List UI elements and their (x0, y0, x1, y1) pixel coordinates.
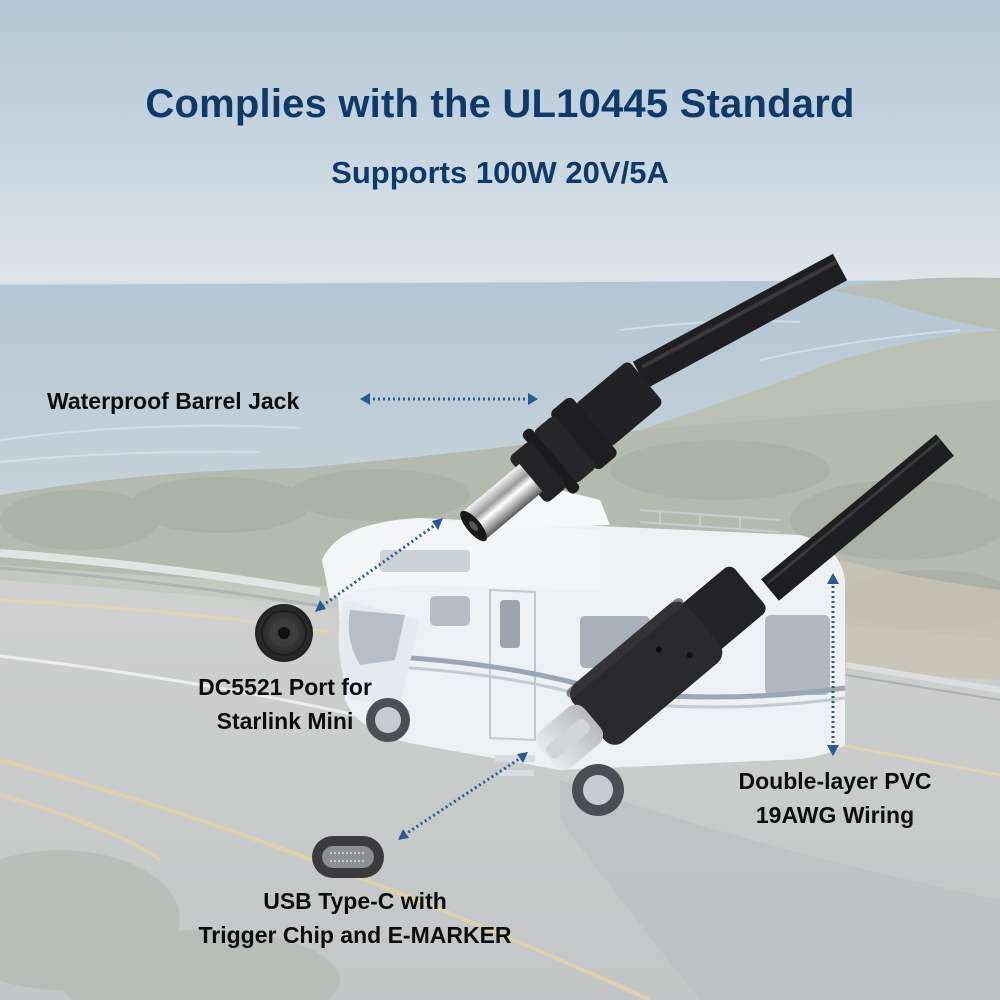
usbc-label-line1: USB Type-C with (263, 888, 447, 914)
callout-arrows (321, 397, 835, 837)
usb-c-cable (536, 434, 954, 771)
usb-c-port-icon (312, 836, 384, 878)
usbc-label: USB Type-C with Trigger Chip and E-MARKE… (150, 884, 560, 952)
dc-port-label-line2: Starlink Mini (216, 708, 354, 734)
usbc-label-line2: Trigger Chip and E-MARKER (198, 922, 512, 948)
arrowheads (315, 393, 839, 840)
usbc-arrow (403, 755, 523, 837)
dc-port-label: DC5521 Port for Starlink Mini (160, 670, 410, 738)
barrel-jack-label: Waterproof Barrel Jack (47, 388, 300, 414)
subheadline: Supports 100W 20V/5A (331, 155, 669, 190)
barrel-jack-cable (460, 253, 848, 542)
wiring-label-line1: Double-layer PVC (738, 768, 932, 794)
dc-port-label-line1: DC5521 Port for (198, 674, 372, 700)
wiring-label: Double-layer PVC 19AWG Wiring (705, 764, 965, 832)
dc-port-arrow (321, 521, 439, 608)
dc5521-port-icon (255, 604, 313, 662)
headline: Complies with the UL10445 Standard (145, 82, 855, 126)
wiring-label-line2: 19AWG Wiring (755, 802, 915, 828)
